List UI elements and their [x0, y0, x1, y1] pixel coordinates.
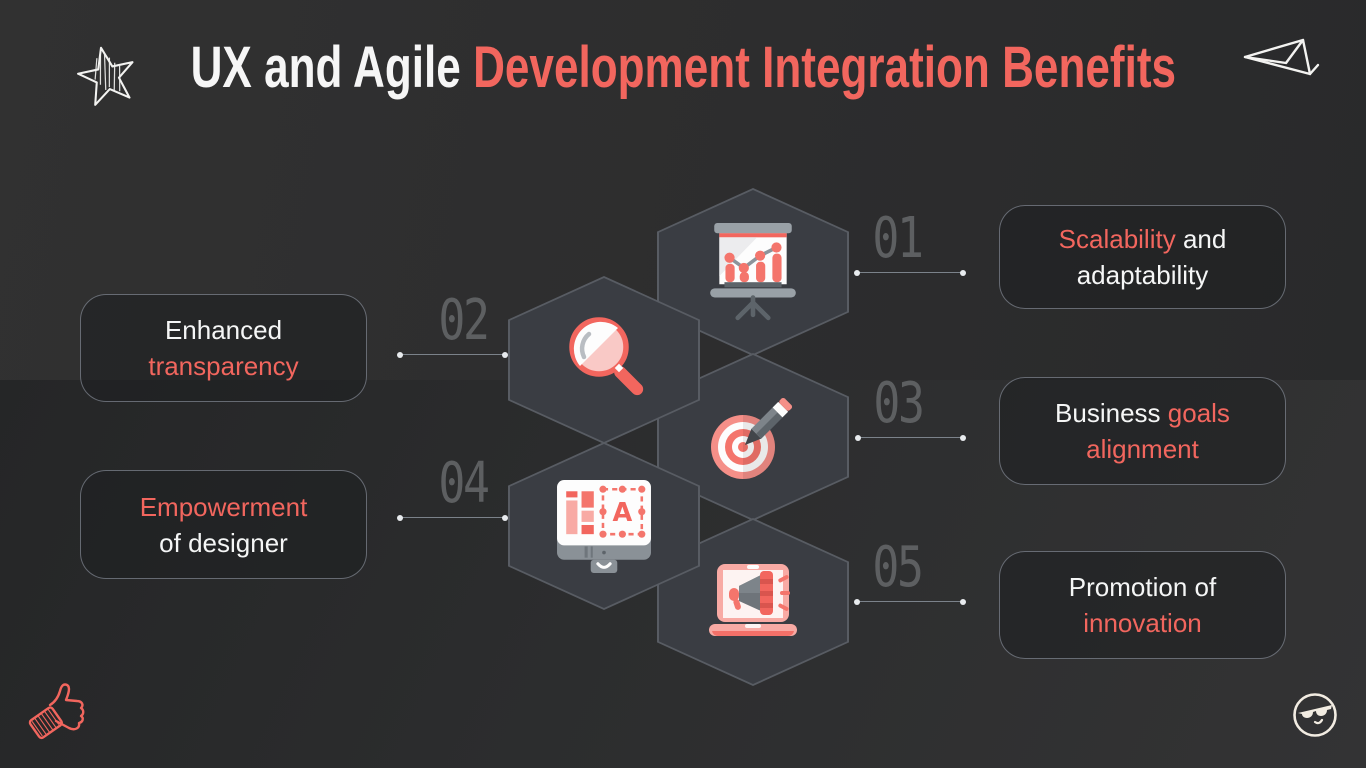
connector-03: [855, 434, 966, 441]
step-number-03: 03: [873, 371, 925, 436]
benefit-text-accent: transparency: [148, 351, 299, 381]
presentation-chart-icon: [710, 223, 796, 321]
benefit-text: and adaptability: [1076, 224, 1227, 290]
benefit-text-accent: goals alignment: [1086, 398, 1230, 464]
page-title: UX and Agile Development Integration Ben…: [0, 34, 1366, 101]
benefit-box-transparency: Enhanced transparency: [80, 294, 367, 402]
step-number-05: 05: [872, 535, 924, 600]
target-pencil-icon: [711, 397, 793, 479]
magnifier-icon: [569, 317, 644, 396]
benefit-text: Enhanced: [164, 315, 283, 345]
thumbs-up-doodle-icon: [26, 674, 92, 742]
benefit-box-innovation: Promotion of innovation: [999, 551, 1286, 659]
benefit-box-business-goals: Business goals alignment: [999, 377, 1286, 485]
connector-05: [854, 598, 966, 605]
benefit-text-accent: innovation: [1083, 608, 1202, 638]
star-doodle-icon: [74, 42, 140, 110]
benefit-text-accent: Scalability: [1058, 224, 1176, 254]
design-monitor-icon: A: [557, 480, 651, 573]
benefit-box-scalability: Scalability and adaptability: [999, 205, 1286, 309]
title-highlight: Development Integration Benefits: [472, 35, 1176, 100]
benefit-text-accent: Empowerment: [139, 491, 308, 522]
design-letter: A: [613, 498, 633, 528]
benefit-box-empowerment: Empowerment of designer: [80, 470, 367, 579]
connector-01: [854, 269, 966, 276]
benefit-text: Promotion of: [1068, 572, 1217, 602]
step-number-01: 01: [872, 206, 924, 271]
megaphone-laptop-icon: [709, 564, 797, 637]
paper-plane-doodle-icon: [1240, 32, 1322, 92]
benefit-text: of designer: [159, 527, 288, 558]
title-prefix: UX and Agile: [190, 35, 461, 100]
connector-04: [397, 514, 508, 521]
step-number-04: 04: [438, 451, 490, 516]
cool-face-logo-icon: [1291, 691, 1339, 739]
step-number-02: 02: [438, 288, 490, 353]
connector-02: [397, 351, 508, 358]
benefit-text: Business: [1055, 398, 1161, 428]
